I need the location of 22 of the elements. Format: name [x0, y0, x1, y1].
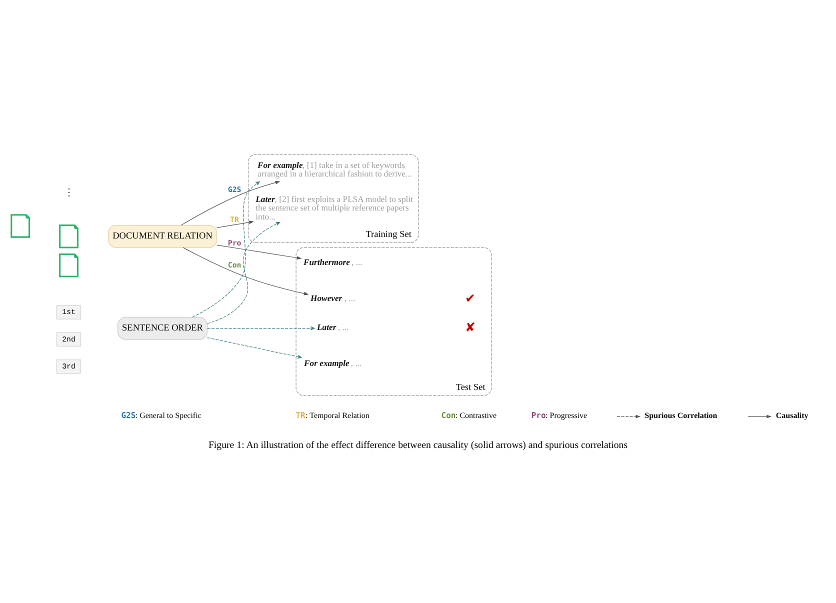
node-text: Furthermore , ... [303, 257, 362, 268]
node-text: For example , ... [304, 358, 362, 368]
label: ✘ [464, 320, 475, 334]
node-box: SENTENCE ORDER [118, 316, 208, 340]
node-text: However , ... [310, 293, 356, 304]
arrow [182, 247, 309, 296]
node-text: For example, [1] take in a set of keywords arranged in a hierarchical fashion to derive... [258, 160, 412, 179]
arrow [216, 220, 254, 228]
node-text: Later, [2] first exploits a PLSA model to split the sentence set of multiple reference papers into... [256, 194, 414, 222]
node-box: DOCUMENT RELATION [108, 225, 218, 248]
arrow [206, 337, 302, 359]
arrow [216, 244, 302, 260]
label: ✔ [464, 291, 475, 306]
node-label: Training Set [366, 230, 412, 240]
arrow [180, 180, 280, 226]
node-label: Test Set [456, 383, 486, 394]
caption: Figure 1: An illustration of the effect difference between causality (solid arrows) and spurious correlations [208, 440, 628, 451]
arrow [192, 181, 260, 318]
node-text: Later , ... [317, 322, 349, 332]
label: ⋮ [64, 188, 74, 199]
arrow [206, 326, 315, 330]
arrow [206, 222, 280, 324]
